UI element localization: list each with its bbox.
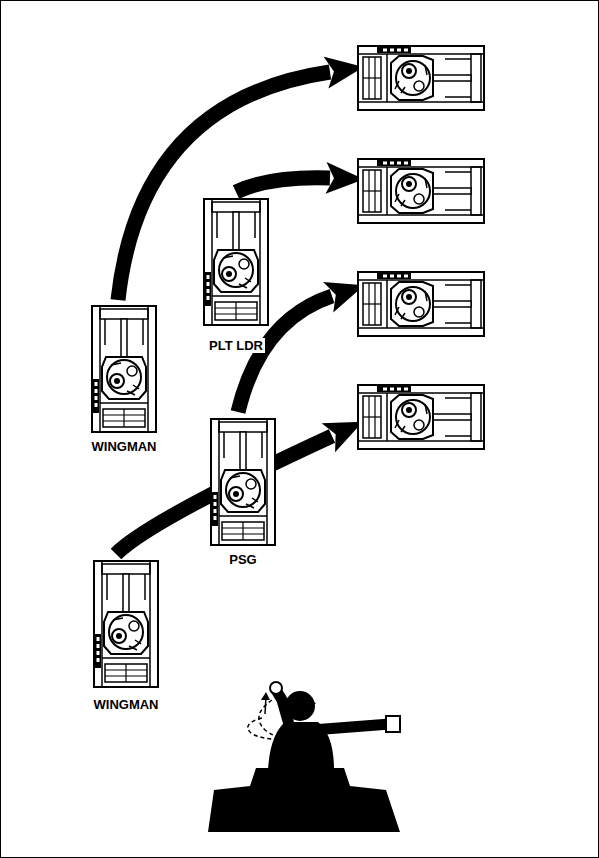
arm-signal-figure xyxy=(208,682,400,832)
tank-node: PSG xyxy=(208,418,278,568)
tank-icon xyxy=(211,419,275,545)
position-label: WINGMAN xyxy=(92,697,161,712)
tank-node: PLT LDR xyxy=(201,198,271,354)
tank-node: WINGMAN xyxy=(88,305,161,455)
movement-arrow xyxy=(236,178,330,192)
tank-icon xyxy=(92,306,156,432)
tank-icon xyxy=(94,561,158,687)
position-label: PSG xyxy=(227,552,258,567)
tank-icon xyxy=(358,385,484,449)
tank-icon xyxy=(204,199,268,325)
tank-icon xyxy=(358,46,484,110)
tank-node: WINGMAN xyxy=(90,560,163,713)
tank-icon xyxy=(358,159,484,223)
position-label: PLT LDR xyxy=(207,338,265,353)
tank-icon xyxy=(358,272,484,336)
position-label: WINGMAN xyxy=(90,439,159,454)
